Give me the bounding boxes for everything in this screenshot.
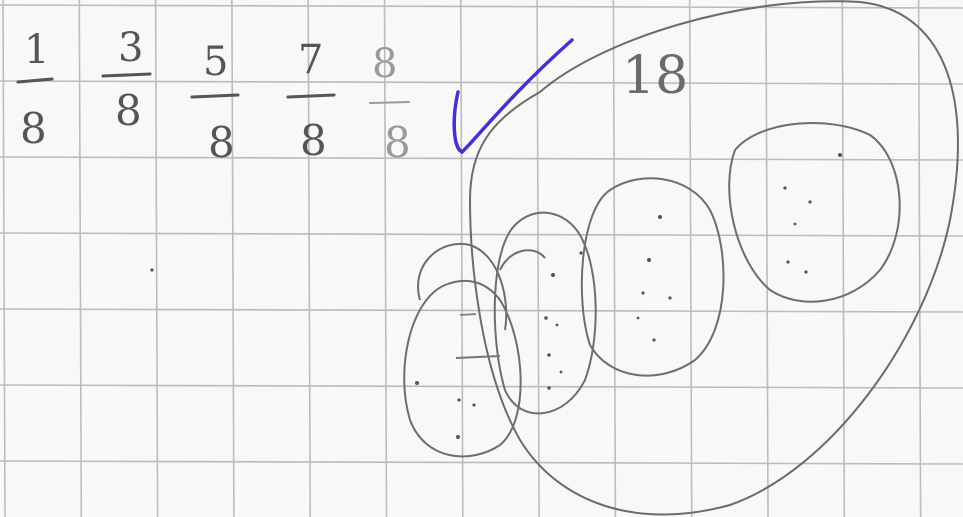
fraction-bar-4 [288, 95, 334, 97]
stray-pencil-stroke-2 [460, 314, 476, 315]
grid-line-horizontal [0, 233, 963, 236]
grid-line-horizontal [0, 5, 963, 8]
fraction-bar-2 [103, 74, 150, 76]
fraction-2-denominator: 8 [115, 90, 142, 132]
group-ellipse-3 [582, 178, 724, 375]
grid-line-vertical [613, 0, 615, 517]
grid-line-vertical [766, 0, 768, 517]
grid-line-vertical [842, 0, 844, 517]
fraction-3-denominator: 8 [208, 122, 235, 164]
grid-line-vertical [537, 0, 539, 517]
grid-line-vertical [461, 0, 463, 517]
grid-line-horizontal [0, 309, 963, 312]
fraction-3-numerator: 5 [203, 42, 228, 82]
check-mark [454, 40, 572, 152]
fraction-5-denominator: 8 [384, 122, 411, 164]
fraction-1-denominator: 8 [20, 108, 47, 150]
group-ellipses [404, 123, 899, 456]
grid-line-horizontal [0, 157, 963, 160]
fraction-5-numerator: 8 [372, 44, 397, 84]
fraction-1-numerator: 1 [24, 30, 49, 70]
total-count-label: 18 [622, 50, 688, 102]
fraction-4-denominator: 8 [300, 120, 327, 162]
grid-line-vertical [232, 0, 234, 517]
grid-line-vertical [3, 0, 5, 517]
fraction-4-numerator: 7 [298, 40, 323, 80]
fraction-2-numerator: 3 [118, 28, 143, 68]
grid-line-vertical [79, 0, 81, 517]
fraction-bar-3 [192, 95, 238, 97]
fraction-bar-5 [370, 102, 409, 103]
grid-line-horizontal [0, 461, 963, 464]
grid-line-vertical [919, 0, 921, 517]
group-ellipse-4 [729, 123, 899, 302]
grid-line-horizontal [0, 385, 963, 388]
grid-line-vertical [690, 0, 692, 517]
grid-line-vertical [156, 0, 158, 517]
group-ellipse-2 [495, 213, 596, 414]
large-enclosing-loop [470, 1, 958, 514]
grid-line-horizontal [0, 81, 963, 84]
